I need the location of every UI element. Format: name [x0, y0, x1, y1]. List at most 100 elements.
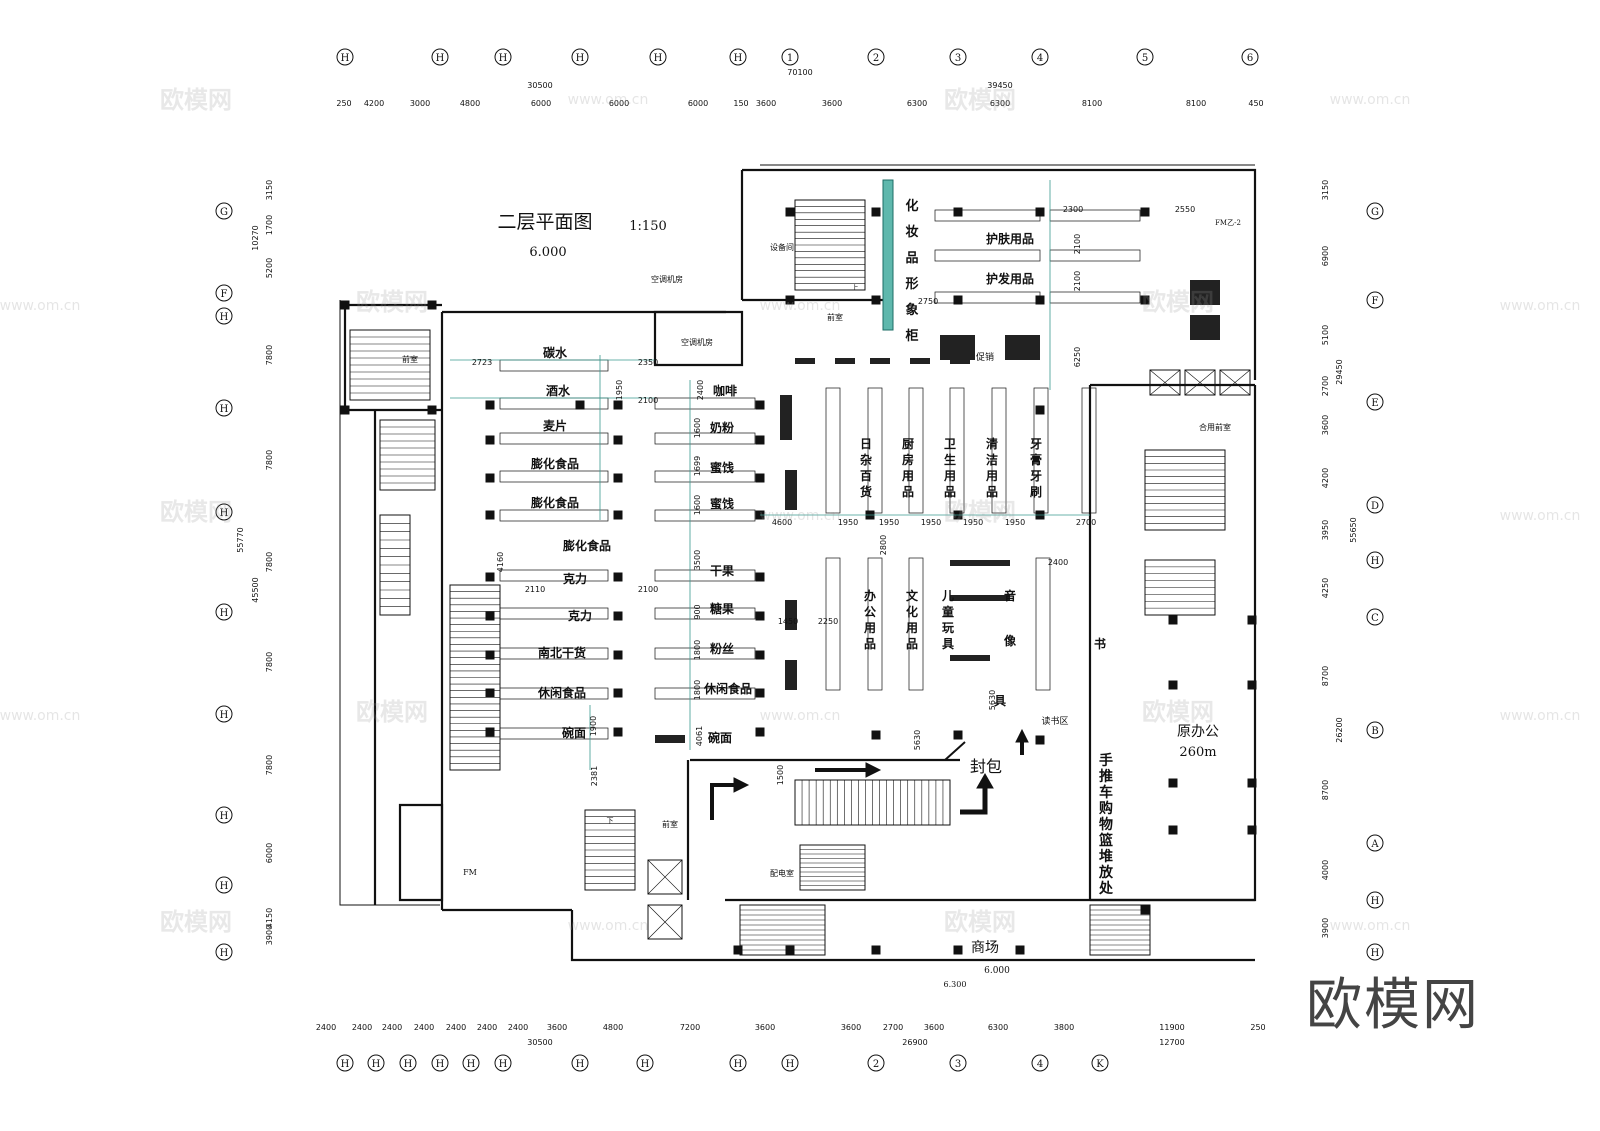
shelf-col-upper-brace	[826, 485, 840, 499]
dim-left-total: 45500	[251, 577, 260, 602]
product-label-vertical-char: 清	[986, 436, 998, 451]
product-label-vertical-char: 品	[902, 485, 914, 499]
axis-label-top: 5	[1142, 53, 1148, 64]
watermark-url-faint: www.om.cn	[760, 708, 841, 724]
product-label-vertical-char: 卫	[944, 437, 956, 451]
axis-label-bottom: 2	[873, 1059, 879, 1070]
inner-dimension: 2300	[1063, 205, 1083, 214]
axis-bubble-bottom	[571, 1054, 589, 1072]
shelf-col-upper-brace	[992, 402, 1006, 416]
watermark-url-faint: www.om.cn	[1330, 918, 1411, 934]
axis-label-left: H	[220, 811, 229, 822]
product-label-left: 麦片	[543, 418, 567, 433]
counter-block	[870, 358, 890, 364]
axis-bubble-bottom	[729, 1054, 747, 1072]
axis-label-left: G	[220, 207, 228, 218]
wall-segment	[398, 803, 444, 902]
watermark-url-faint: www.om.cn	[1500, 708, 1581, 724]
elevator-shaft	[1219, 369, 1251, 396]
inner-dimension: 2400	[696, 380, 705, 400]
watermark-logo-faint: 欧模网	[944, 908, 1016, 936]
axis-bubble-top	[649, 48, 667, 66]
room-cart-storage-char: 放	[1098, 864, 1114, 881]
dim-right-segment: 3600	[1321, 415, 1330, 435]
axis-bubble-top	[1241, 48, 1259, 66]
axis-label-left: H	[220, 881, 229, 892]
axis-label-bottom: K	[1096, 1059, 1104, 1070]
inner-dimension: 900	[693, 604, 702, 619]
axis-label-left: H	[220, 948, 229, 959]
shelf-col-upper-brace	[950, 388, 964, 402]
inner-dimension: 1950	[1005, 518, 1025, 527]
inner-dimension: 1699	[693, 456, 702, 476]
structural-column	[755, 400, 765, 410]
dim-top-segment: 6300	[907, 99, 927, 108]
stair-east	[1144, 449, 1226, 531]
shelf-row-mid	[654, 432, 756, 445]
dim-left-segment: 7800	[265, 450, 274, 470]
structural-column	[1015, 945, 1025, 955]
inner-dimension: 2100	[638, 585, 658, 594]
axis-label-left: H	[220, 404, 229, 415]
shelf-col-lower-brace	[909, 558, 923, 573]
shelf-col-lower-brace	[1036, 631, 1050, 646]
shelf-row-mid	[654, 647, 756, 660]
axis-bubble-left	[215, 943, 233, 961]
elevator-frame	[1149, 369, 1181, 396]
dim-right-segment: 4200	[1321, 468, 1330, 488]
shelf-col-upper-brace	[868, 416, 882, 430]
product-label-haircare: 护发用品	[986, 271, 1034, 286]
axis-bubble-bottom	[431, 1054, 449, 1072]
room-cosmetics-wall-char: 妆	[905, 224, 918, 240]
shelf-col-upper-brace	[826, 388, 840, 402]
shelf-row-cosmetic-body	[1049, 249, 1141, 262]
escalator-central	[794, 779, 951, 826]
watermark-logo-faint: 欧模网	[356, 288, 428, 316]
product-label-vertical-char: 用	[985, 469, 998, 483]
shelf-row-left	[499, 470, 609, 483]
elevator-frame	[647, 904, 683, 940]
shelf-row-cosmetic	[934, 249, 1041, 262]
structural-column	[613, 611, 623, 621]
shelf-col-lower-brace	[826, 631, 840, 646]
axis-label-right: G	[1371, 207, 1379, 218]
shelf-row-left	[499, 569, 609, 582]
axis-label-top: 4	[1037, 53, 1043, 64]
dim-bottom-segment: 2700	[883, 1023, 903, 1032]
shelf-col-lower-brace	[826, 646, 840, 661]
structural-column	[613, 572, 623, 582]
inner-dimension: 2381	[590, 766, 599, 786]
shelf-row-left-body	[499, 647, 609, 660]
axis-label-bottom: H	[576, 1059, 585, 1070]
product-label-vertical-2-char: 用	[905, 621, 918, 635]
axis-label-left: H	[220, 312, 229, 323]
stair-south	[584, 809, 636, 891]
drawing-scale: 1:150	[629, 219, 666, 234]
shelf-col-lower-brace	[909, 573, 923, 588]
shelf-col-upper-brace	[950, 402, 964, 416]
shelf-row-mid	[654, 509, 756, 522]
elevator-shaft	[647, 904, 683, 940]
dim-top-left: 30500	[527, 81, 552, 90]
dim-left-segment: 3900	[265, 925, 274, 945]
room-cosmetics-wall-char: 柜	[904, 328, 918, 344]
elevator-cross	[647, 904, 683, 940]
shelf-col-upper-brace	[868, 402, 882, 416]
shelf-col-lower-body	[1035, 557, 1051, 691]
dim-bottom-segment: 3600	[841, 1023, 861, 1032]
axis-bubble-top	[729, 48, 747, 66]
watermark-url-faint: www.om.cn	[1330, 92, 1411, 108]
shelf-row-mid-body	[654, 647, 756, 660]
axis-bubble-right	[1366, 721, 1384, 739]
axis-bubble-top	[431, 48, 449, 66]
room-cosmetics-wall-char: 象	[905, 302, 918, 318]
room-cart-storage-char: 物	[1099, 816, 1113, 833]
axis-bubble-bottom	[367, 1054, 385, 1072]
dim-bottom-segment: 11900	[1159, 1023, 1184, 1032]
axis-bubble-left	[215, 307, 233, 325]
structural-column	[1035, 405, 1045, 415]
inner-dimension: 1950	[921, 518, 941, 527]
inner-dimension: 1800	[693, 680, 702, 700]
axis-bubble-top	[336, 48, 354, 66]
product-label-vertical-2-char: 童	[942, 604, 954, 619]
